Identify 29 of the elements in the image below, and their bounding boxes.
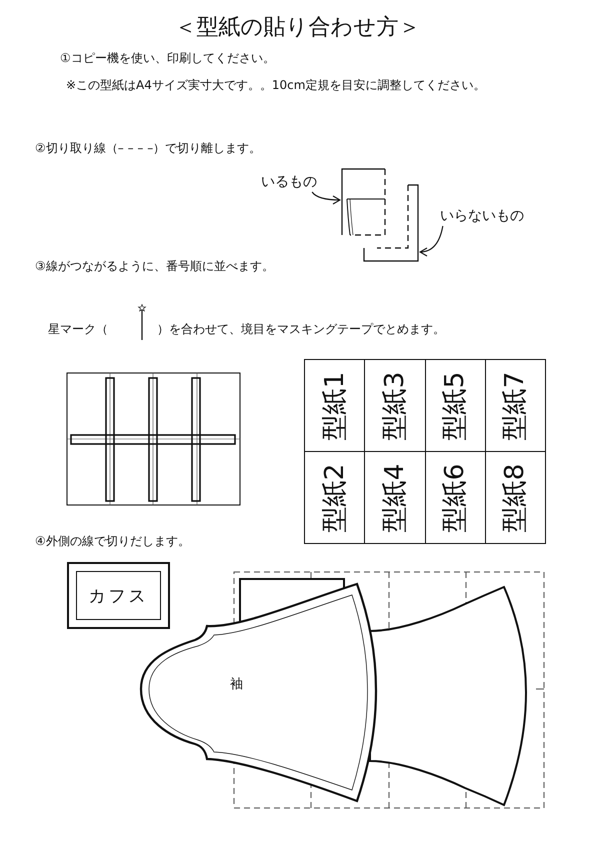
sheet-number: 型紙1 <box>320 371 349 440</box>
sheet-cell <box>484 359 546 452</box>
sheet-number: 型紙5 <box>441 371 470 440</box>
kept-piece <box>341 168 386 236</box>
discarded-piece <box>363 184 419 262</box>
title: ＜型紙の貼り合わせ方＞ <box>174 14 422 42</box>
sheet-cell <box>484 451 546 544</box>
sheet-number: 型紙8 <box>501 463 530 532</box>
instruction-text: ③線がつながるように、番号順に並べます。 <box>35 258 274 274</box>
leader-arrow <box>419 226 444 256</box>
sheet-number: 型紙2 <box>320 463 349 532</box>
sheet-cell <box>304 451 366 544</box>
callout-text: いらないもの <box>433 207 531 225</box>
instruction-text: ④外側の線で切りだします。 <box>35 533 190 549</box>
leader-arrow <box>312 192 341 204</box>
instruction-text: ①コピー機を使い、印刷してください。 <box>60 50 275 66</box>
cuff-piece <box>67 562 170 629</box>
sheet-number: 型紙4 <box>380 463 409 532</box>
instruction-text: 星マーク（ <box>48 321 108 337</box>
piece-label: カフス <box>88 585 148 607</box>
sheet-number: 型紙6 <box>441 463 470 532</box>
instruction-text: ※この型紙はA4サイズ実寸大です。。10cm定規を目安に調整してください。 <box>66 77 486 93</box>
instruction-text: ）を合わせて、境目をマスキングテープでとめます。 <box>157 321 445 337</box>
sheet-cell <box>304 359 366 452</box>
sheet-number: 型紙7 <box>501 371 530 440</box>
callout-text: いるもの <box>256 173 322 191</box>
sheet-number: 型紙3 <box>380 371 409 440</box>
piece-label: 袖 <box>230 677 243 693</box>
instruction-text: ②切り取り線（– – – –）で切り離します。 <box>35 140 262 156</box>
